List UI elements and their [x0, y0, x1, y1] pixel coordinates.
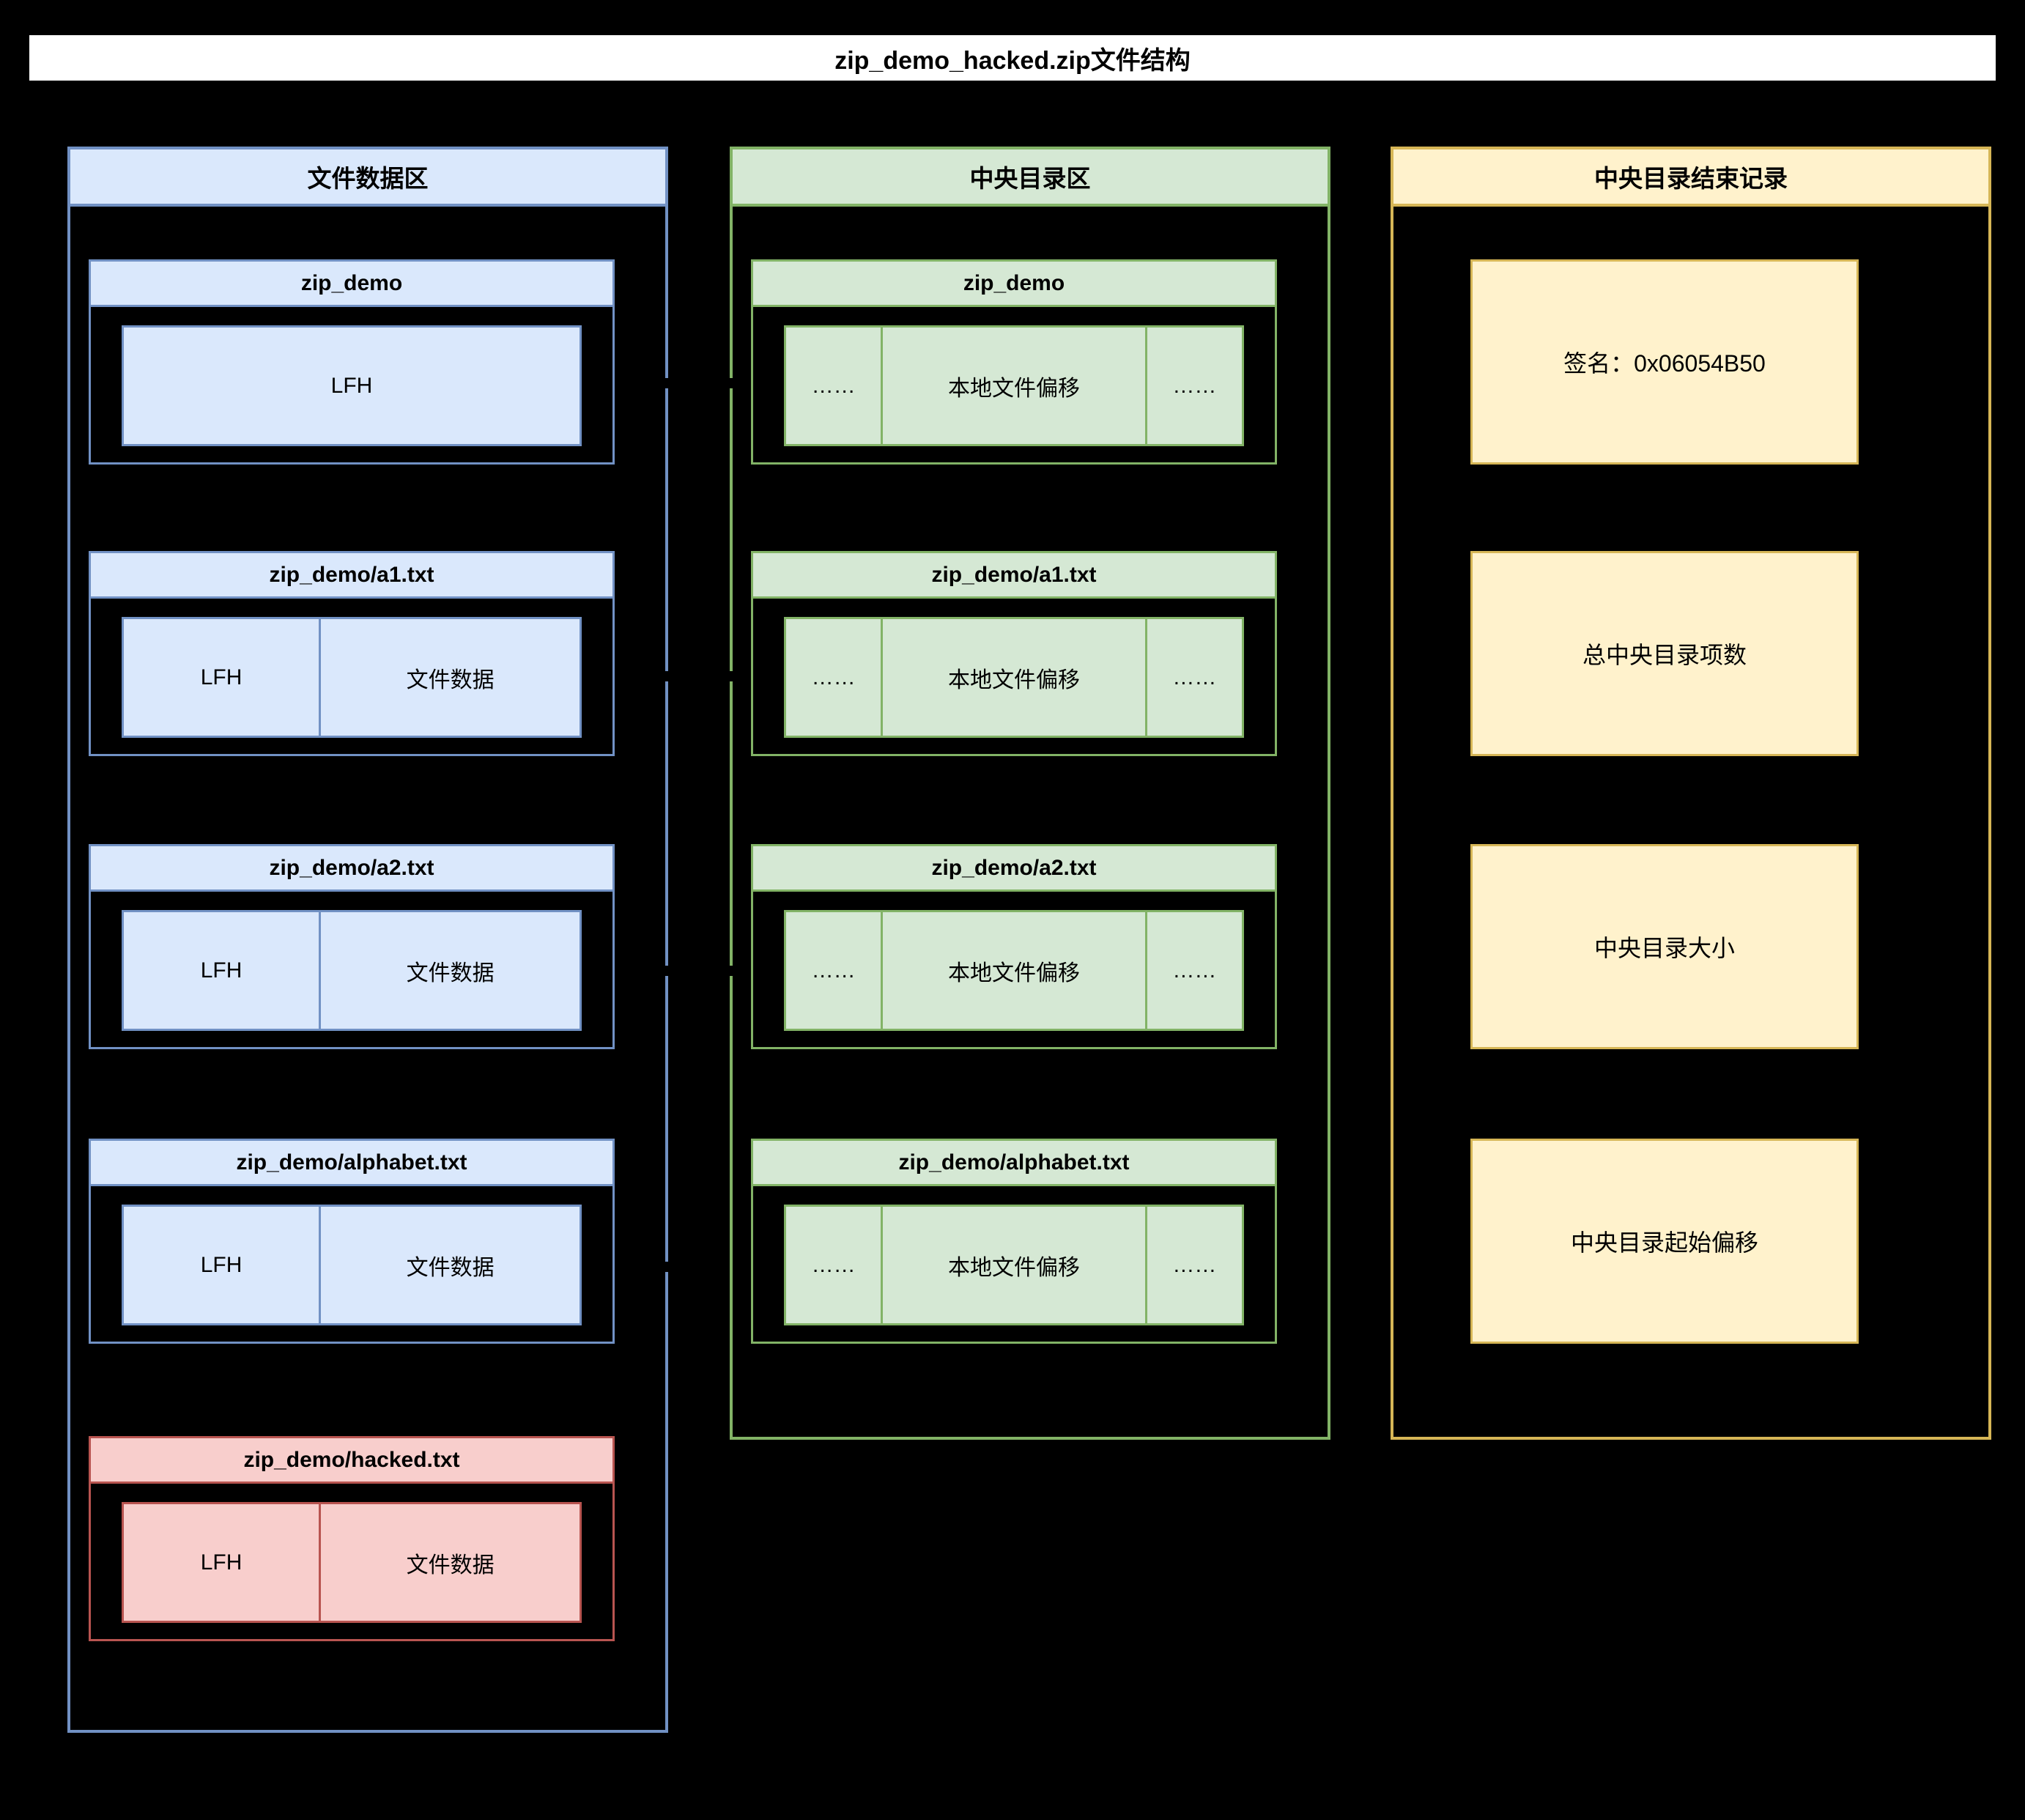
segment-ellipsis-left: ……	[786, 619, 884, 736]
segment-ellipsis-left: ……	[786, 328, 884, 444]
cd-entry-title: zip_demo/a1.txt	[753, 553, 1275, 599]
segment-local-file-offset: 本地文件偏移	[883, 1207, 1147, 1323]
segment-ellipsis-left: ……	[786, 1207, 884, 1323]
eocd-field-label: 中央目录大小	[1593, 935, 1735, 961]
segment-row: …… 本地文件偏移 ……	[784, 910, 1244, 1031]
file-entry-a1[interactable]: zip_demo/a1.txt LFH 文件数据	[89, 551, 615, 756]
cd-entry-title: zip_demo	[753, 262, 1275, 307]
file-entry-title: zip_demo/a2.txt	[91, 846, 612, 892]
file-entry-body: LFH 文件数据	[91, 599, 612, 756]
file-entry-title: zip_demo/alphabet.txt	[91, 1141, 612, 1186]
cd-entry-title: zip_demo/alphabet.txt	[753, 1141, 1275, 1186]
cd-entry-body: …… 本地文件偏移 ……	[753, 892, 1275, 1049]
cd-entry-alphabet[interactable]: zip_demo/alphabet.txt …… 本地文件偏移 ……	[751, 1139, 1277, 1344]
column-eocd: 中央目录结束记录 签名：0x06054B50 总中央目录项数 中央目录大小 中央…	[1391, 147, 1991, 1440]
segment-file-data: 文件数据	[406, 667, 495, 692]
connector-nub	[727, 671, 733, 681]
connector-nub	[727, 966, 733, 976]
segment-ellipsis-left: ……	[786, 912, 884, 1029]
file-entry-body: LFH 文件数据	[91, 892, 612, 1049]
file-entry-title: zip_demo/hacked.txt	[91, 1438, 612, 1484]
cd-entry-body: …… 本地文件偏移 ……	[753, 1186, 1275, 1344]
cd-entry-zip-demo[interactable]: zip_demo …… 本地文件偏移 ……	[751, 259, 1277, 465]
connector-nub	[664, 671, 670, 681]
segment-row: LFH 文件数据	[122, 617, 582, 738]
connector-nub	[664, 1262, 670, 1272]
file-entry-hacked[interactable]: zip_demo/hacked.txt LFH 文件数据	[89, 1436, 615, 1641]
file-entry-title: zip_demo/a1.txt	[91, 553, 612, 599]
segment-row: LFH	[122, 325, 582, 446]
segment-row: …… 本地文件偏移 ……	[784, 325, 1244, 446]
file-entry-body: LFH	[91, 307, 612, 465]
segment-ellipsis-right: ……	[1172, 1252, 1217, 1277]
file-entry-body: LFH 文件数据	[91, 1484, 612, 1641]
cd-entry-title: zip_demo/a2.txt	[753, 846, 1275, 892]
file-entry-alphabet[interactable]: zip_demo/alphabet.txt LFH 文件数据	[89, 1139, 615, 1344]
column-file-data: 文件数据区 zip_demo LFH zip_demo/a1.txt LFH 文…	[67, 147, 668, 1733]
connector-nub	[664, 966, 670, 976]
eocd-field-total-entries[interactable]: 总中央目录项数	[1470, 551, 1859, 756]
segment-ellipsis-right: ……	[1172, 373, 1217, 398]
column-file-data-header: 文件数据区	[70, 149, 665, 207]
eocd-field-signature[interactable]: 签名：0x06054B50	[1470, 259, 1859, 465]
segment-row: LFH 文件数据	[122, 1205, 582, 1325]
eocd-field-label: 总中央目录项数	[1582, 642, 1747, 668]
eocd-field-directory-offset[interactable]: 中央目录起始偏移	[1470, 1139, 1859, 1344]
diagram-title-bar: zip_demo_hacked.zip文件结构	[29, 35, 1996, 81]
cd-entry-a1[interactable]: zip_demo/a1.txt …… 本地文件偏移 ……	[751, 551, 1277, 756]
segment-local-file-offset: 本地文件偏移	[883, 328, 1147, 444]
column-central-directory: 中央目录区 zip_demo …… 本地文件偏移 …… zip_demo/a1.…	[730, 147, 1330, 1440]
segment-lfh: LFH	[330, 373, 373, 398]
segment-row: LFH 文件数据	[122, 1502, 582, 1623]
segment-ellipsis-right: ……	[1172, 958, 1217, 983]
segment-row: LFH 文件数据	[122, 910, 582, 1031]
file-entry-body: LFH 文件数据	[91, 1186, 612, 1344]
eocd-field-label: 中央目录起始偏移	[1570, 1229, 1758, 1256]
connector-nub	[664, 378, 670, 388]
file-entry-title: zip_demo	[91, 262, 612, 307]
segment-lfh: LFH	[124, 1504, 322, 1621]
segment-local-file-offset: 本地文件偏移	[883, 619, 1147, 736]
connector-nub	[727, 378, 733, 388]
cd-entry-body: …… 本地文件偏移 ……	[753, 307, 1275, 465]
cd-entry-a2[interactable]: zip_demo/a2.txt …… 本地文件偏移 ……	[751, 844, 1277, 1049]
segment-file-data: 文件数据	[406, 1553, 495, 1577]
cd-entry-body: …… 本地文件偏移 ……	[753, 599, 1275, 756]
eocd-field-label: 签名：0x06054B50	[1563, 350, 1766, 377]
segment-file-data: 文件数据	[406, 1255, 495, 1280]
segment-file-data: 文件数据	[406, 961, 495, 985]
segment-ellipsis-right: ……	[1172, 665, 1217, 689]
column-eocd-header: 中央目录结束记录	[1393, 149, 1988, 207]
diagram-title: zip_demo_hacked.zip文件结构	[834, 46, 1191, 75]
segment-row: …… 本地文件偏移 ……	[784, 617, 1244, 738]
file-entry-a2[interactable]: zip_demo/a2.txt LFH 文件数据	[89, 844, 615, 1049]
segment-lfh: LFH	[124, 912, 322, 1029]
segment-lfh: LFH	[124, 1207, 322, 1323]
segment-lfh: LFH	[124, 619, 322, 736]
segment-local-file-offset: 本地文件偏移	[883, 912, 1147, 1029]
eocd-field-directory-size[interactable]: 中央目录大小	[1470, 844, 1859, 1049]
column-central-directory-header: 中央目录区	[733, 149, 1328, 207]
segment-row: …… 本地文件偏移 ……	[784, 1205, 1244, 1325]
file-entry-zip-demo[interactable]: zip_demo LFH	[89, 259, 615, 465]
